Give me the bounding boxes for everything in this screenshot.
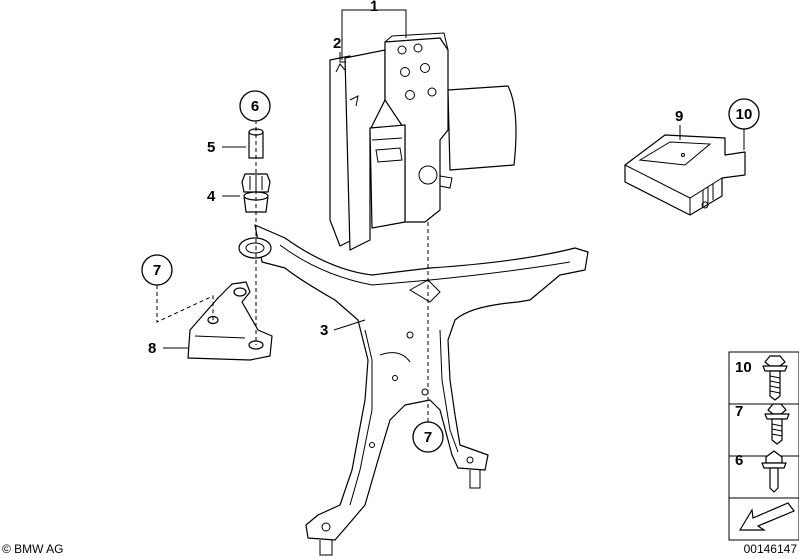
holder-8[interactable] [187,281,273,361]
callout-7-left: 7 [153,262,161,279]
bracket-3[interactable] [238,224,589,556]
callout-4: 4 [207,188,216,205]
direction-arrow-icon [738,502,795,531]
legend-row-6-label: 6 [735,452,743,469]
flange-bolt-10-icon [762,355,788,401]
legend-row-7-label: 7 [735,403,743,420]
fastener-legend: 10 7 6 [728,351,799,541]
callout-8: 8 [148,340,156,357]
callout-7-circle-left [141,254,173,286]
sensor-9[interactable] [624,134,746,216]
callout-6: 6 [251,98,259,115]
legend-row-10-label: 10 [735,359,752,376]
copyright-text: © BMW AG [2,542,64,556]
callout-3: 3 [320,322,328,339]
callout-7-bottom: 7 [424,429,432,446]
callout-6-circle [239,90,271,122]
callout-9: 9 [675,108,683,125]
diagram-number: 00146147 [744,542,798,556]
callout-10-circle [728,98,760,130]
callout-1: 1 [370,0,378,15]
callout-2: 2 [333,35,341,52]
callout-5: 5 [207,139,215,156]
hydraulic-unit-1[interactable] [329,32,517,251]
flange-bolt-7-icon [764,403,790,445]
leader-lines [156,0,745,422]
collar-nut-6-icon [761,450,787,493]
callout-7-circle-bottom [412,421,444,453]
callout-10: 10 [736,106,753,123]
